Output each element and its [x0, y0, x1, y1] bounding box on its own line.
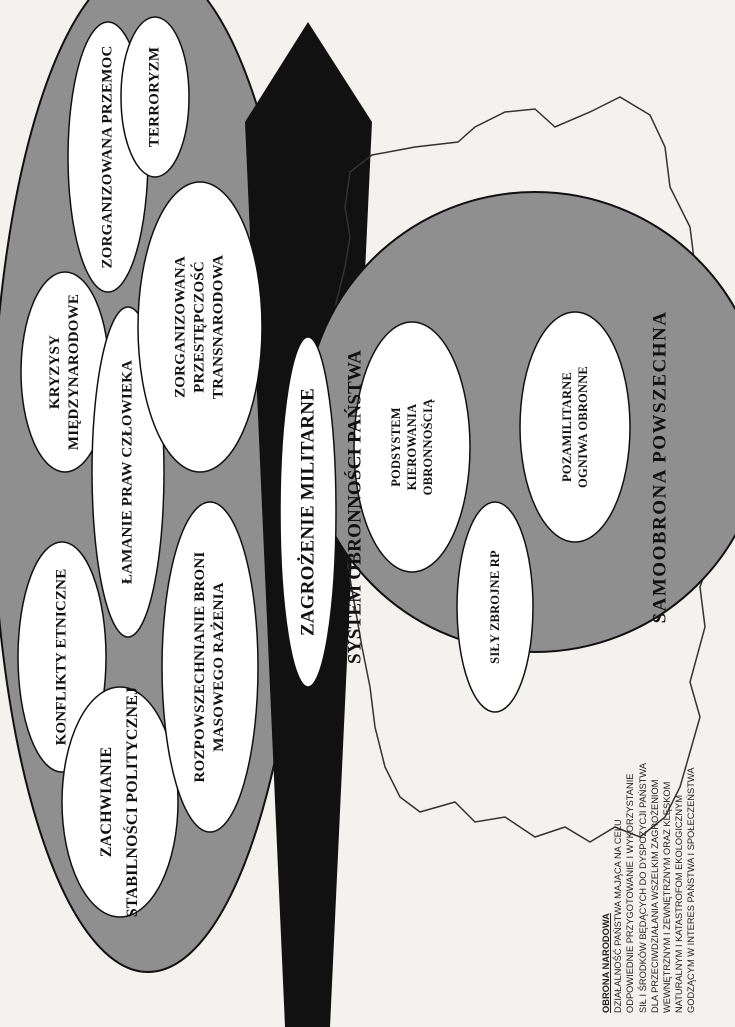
label-pozamilitarne: POZAMILITARNE OGNIWA OBRONNE [560, 366, 590, 488]
label-samoobrona: SAMOOBRONA POWSZECHNA [649, 310, 671, 624]
note-line: ODPOWIEDNIE PRZYGOTOWANIE I WYKORZYSTANI… [625, 773, 636, 1014]
note-line: DLA PRZECIWDZIAŁANIA WSZELKIM ZAGROŻENIO… [649, 779, 660, 1013]
label-konflikty: KONFLIKTY ETNICZNE [53, 568, 70, 746]
note-line: GODZĄCYM W INTERES PAŃSTWA I SPOŁECZEŃST… [686, 767, 697, 1013]
note-line: NATURALNYM I KATASTROFOM EKOLOGICZNYM [674, 795, 685, 1013]
label-bron: ROZPOWSZECHNIANIE BRONI MASOWEGO RAŻENIA [192, 551, 227, 783]
label-zachwianie: ZACHWIANIE STABILNOŚCI POLITYCZNEJ [98, 686, 141, 918]
poland-outline [329, 96, 716, 843]
ellipse-pozamilitarne [519, 311, 631, 543]
ellipse-zachwianie [61, 686, 179, 918]
label-terroryzm: TERRORYZM [146, 46, 163, 148]
ellipse-bron [161, 501, 259, 833]
arrow-label-ellipse [279, 336, 337, 688]
label-kryzysy: KRYZYSY MIĘDZYNARODOWE [47, 293, 82, 451]
definition-note: OBRONA NARODOWA DZIAŁALNOŚĆ PAŃSTWA MAJĄ… [600, 743, 698, 1013]
ellipse-podsystem [353, 321, 471, 573]
note-line: SIŁ I ŚRODKÓW BĘDĄCYCH DO DYSPOZYCJI PAŃ… [637, 762, 648, 1013]
label-podsystem: PODSYSTEM KIEROWANIA OBRONNOŚCIĄ [389, 398, 435, 496]
ellipse-sily [456, 501, 534, 713]
arrow-label: ZAGROŻENIE MILITARNE [297, 387, 319, 637]
note-line: WEWNĘTRZNYM I ZEWNĘTRZNYM ORAZ KLĘSKOM [662, 781, 673, 1013]
label-przestepczosc: ZORGANIZOWANA PRZESTĘPCZOŚĆ TRANSNARODOW… [172, 254, 227, 400]
note-heading: OBRONA NARODOWA [601, 913, 611, 1013]
ellipse-terroryzm [120, 16, 190, 178]
label-prawa: ŁAMANIE PRAW CZŁOWIEKA [119, 359, 136, 585]
label-sily: SIŁY ZBROJNE RP [488, 550, 502, 664]
system-title: SYSTEM OBRONNOŚCI PAŃSTWA [344, 350, 366, 664]
note-line: DZIAŁALNOŚĆ PAŃSTWA MAJĄCA NA CELU [613, 819, 624, 1013]
ellipse-przestepczosc [137, 181, 263, 473]
label-przemoc: ZORGANIZOWANA PRZEMOC [99, 45, 116, 269]
